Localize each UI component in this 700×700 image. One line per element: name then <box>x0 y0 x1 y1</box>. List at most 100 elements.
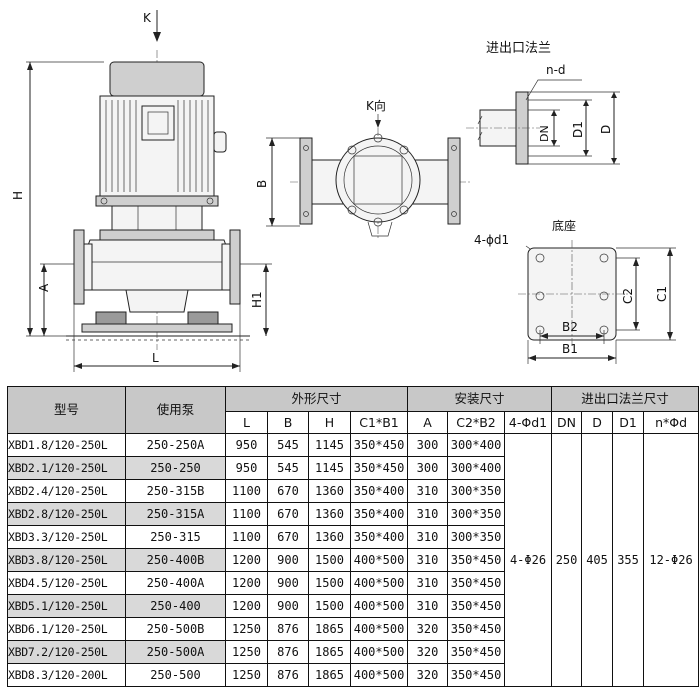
cell-L: 1100 <box>225 525 268 549</box>
cell-C1B1: 400*500 <box>349 640 409 664</box>
cell-pump: 250-250 <box>125 456 226 480</box>
pump-dimension-drawing: K <box>11 10 676 372</box>
dim-D-label: D <box>599 125 613 134</box>
cell-H: 1865 <box>308 617 351 641</box>
k-arrow-label: K <box>143 11 152 25</box>
dim-D1-label: D1 <box>571 121 585 138</box>
flange-view: 进出口法兰 n-d DN D1 D <box>466 41 620 165</box>
top-view: K向 B <box>255 98 470 240</box>
cell-model: XBD3.3/120-250L <box>7 525 126 549</box>
cell-C1B1: 400*500 <box>349 548 409 572</box>
flange-holes-label: n-d <box>546 63 566 77</box>
dim-B-label: B <box>255 180 269 188</box>
header-B: B <box>267 411 309 434</box>
cell-model: XBD8.3/120-200L <box>7 663 126 687</box>
header-D1: D1 <box>612 411 645 434</box>
cell-B: 900 <box>267 571 309 595</box>
cell-C1B1: 400*500 <box>349 617 409 641</box>
header-D: D <box>581 411 614 434</box>
dim-B2-label: B2 <box>562 320 578 334</box>
header-L: L <box>225 411 268 434</box>
cell-model: XBD2.8/120-250L <box>7 502 126 526</box>
cell-pump: 250-500B <box>125 617 226 641</box>
base-view: 底座 4-ϕd1 C2 C1 B2 <box>474 218 676 364</box>
cell-pump: 250-315A <box>125 502 226 526</box>
cell-H: 1865 <box>308 640 351 664</box>
cell-C2B2: 350*450 <box>447 548 506 572</box>
cell-B: 876 <box>267 617 309 641</box>
cell-C2B2: 300*400 <box>447 456 506 480</box>
cell-C1B1: 400*500 <box>349 594 409 618</box>
cell-B: 876 <box>267 640 309 664</box>
cell-shared-D: 405 <box>581 433 614 687</box>
dim-L-label: L <box>152 351 159 365</box>
cell-pump: 250-400B <box>125 548 226 572</box>
cell-C1B1: 350*400 <box>349 479 409 503</box>
cell-C2B2: 350*450 <box>447 617 506 641</box>
cell-shared-nd: 12-Φ26 <box>643 433 700 687</box>
cell-C1B1: 350*400 <box>349 525 409 549</box>
dim-H-label: H <box>11 191 25 200</box>
main-view: K <box>11 10 272 372</box>
cell-C2B2: 350*450 <box>447 571 506 595</box>
cell-H: 1145 <box>308 456 351 480</box>
base-view-title: 底座 <box>552 218 576 233</box>
cell-shared-DN: 250 <box>551 433 583 687</box>
cell-C2B2: 300*400 <box>447 433 506 457</box>
cell-L: 1250 <box>225 663 268 687</box>
dim-A-label: A <box>37 283 51 292</box>
cell-model: XBD6.1/120-250L <box>7 617 126 641</box>
cell-H: 1500 <box>308 548 351 572</box>
cell-H: 1865 <box>308 663 351 687</box>
cell-C1B1: 350*450 <box>349 433 409 457</box>
cell-shared-D1: 355 <box>612 433 645 687</box>
cell-C2B2: 350*450 <box>447 594 506 618</box>
cell-pump: 250-315 <box>125 525 226 549</box>
cell-C1B1: 400*500 <box>349 663 409 687</box>
base-holes-label: 4-ϕd1 <box>474 233 509 247</box>
cell-pump: 250-500 <box>125 663 226 687</box>
cell-A: 320 <box>407 640 449 664</box>
cell-H: 1360 <box>308 525 351 549</box>
cell-A: 310 <box>407 525 449 549</box>
dim-C1-label: C1 <box>655 286 669 302</box>
header-nd: n*Φd <box>643 411 700 434</box>
cell-L: 1100 <box>225 479 268 503</box>
cell-B: 670 <box>267 502 309 526</box>
cell-model: XBD1.8/120-250L <box>7 433 126 457</box>
cell-A: 310 <box>407 548 449 572</box>
header-A: A <box>407 411 449 434</box>
header-C2B2: C2*B2 <box>447 411 506 434</box>
cell-model: XBD3.8/120-250L <box>7 548 126 572</box>
cell-L: 1200 <box>225 571 268 595</box>
cell-B: 900 <box>267 594 309 618</box>
cell-C1B1: 350*450 <box>349 456 409 480</box>
header-model: 型号 <box>7 386 126 434</box>
flange-view-title: 进出口法兰 <box>486 41 551 56</box>
cell-H: 1360 <box>308 479 351 503</box>
cell-L: 1250 <box>225 640 268 664</box>
cell-L: 1200 <box>225 548 268 572</box>
cell-C2B2: 300*350 <box>447 502 506 526</box>
cell-model: XBD4.5/120-250L <box>7 571 126 595</box>
k-arrow-head <box>153 32 161 42</box>
cell-C2B2: 300*350 <box>447 479 506 503</box>
cell-L: 1200 <box>225 594 268 618</box>
header-group-outer: 外形尺寸 <box>224 386 409 412</box>
cell-model: XBD2.1/120-250L <box>7 456 126 480</box>
spec-table: 型号 使用泵 外形尺寸 安装尺寸 进出口法兰尺寸 L B H C1*B1 A C… <box>7 386 700 687</box>
cell-L: 1250 <box>225 617 268 641</box>
cell-C2B2: 350*450 <box>447 640 506 664</box>
cell-C1B1: 350*400 <box>349 502 409 526</box>
cell-B: 876 <box>267 663 309 687</box>
cell-pump: 250-400 <box>125 594 226 618</box>
cell-A: 300 <box>407 456 449 480</box>
cell-A: 320 <box>407 617 449 641</box>
dim-DN-label: DN <box>538 125 551 142</box>
cell-H: 1500 <box>308 594 351 618</box>
